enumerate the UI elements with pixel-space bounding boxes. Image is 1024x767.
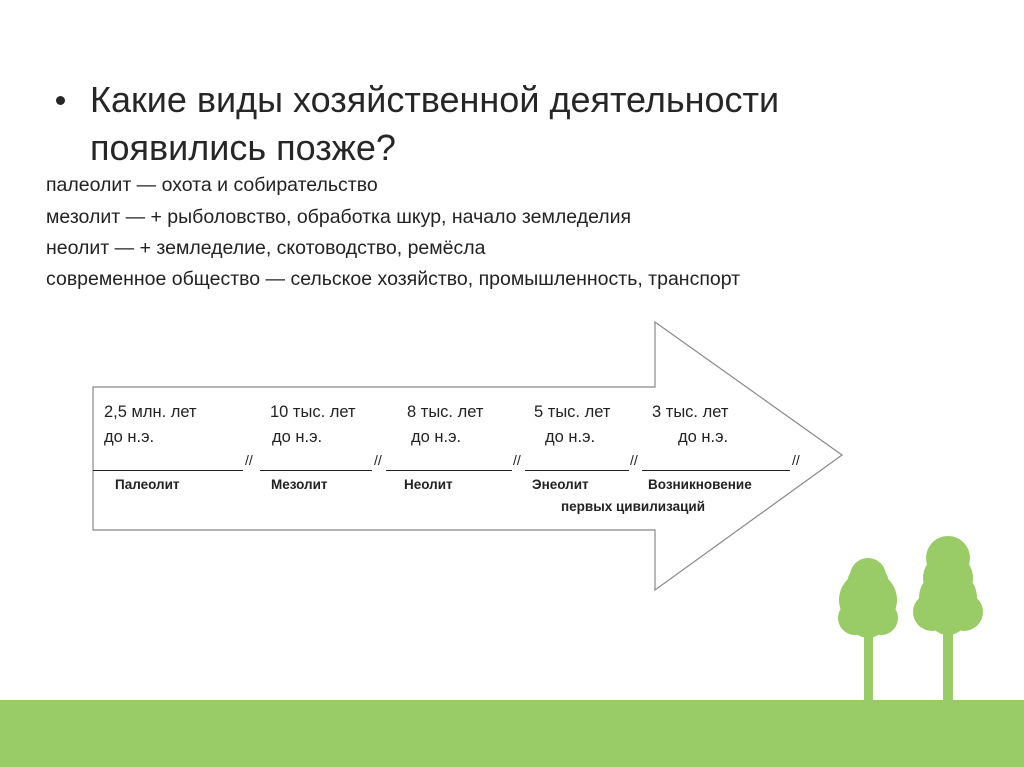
tree-icon [838, 558, 898, 702]
slide-title: Какие виды хозяйственной деятельности по… [90, 79, 780, 168]
period-date: 5 тыс. лет [534, 403, 611, 421]
period-name: Энеолит [532, 477, 589, 492]
text-line: палеолит — охота и собирательство [46, 174, 378, 196]
period-date: 3 тыс. лет [652, 403, 729, 421]
text-line: неолит — + земледелие, скотоводство, рем… [46, 237, 486, 259]
timeline-segment [525, 470, 629, 471]
period-name: Неолит [404, 477, 453, 492]
timeline-segment [260, 470, 372, 471]
separator: // [792, 452, 800, 468]
text-line: мезолит — + рыболовство, обработка шкур,… [46, 206, 632, 228]
period-name: Возникновение [648, 477, 752, 492]
separator: // [513, 452, 521, 468]
timeline-segment [642, 470, 790, 471]
timeline-segment [386, 470, 512, 471]
period-date: 8 тыс. лет [407, 403, 484, 421]
separator: // [245, 452, 253, 468]
trees-illustration [838, 536, 983, 702]
period-date: 10 тыс. лет [270, 403, 356, 421]
timeline-segment [93, 470, 243, 471]
ground [0, 700, 1024, 767]
separator: // [630, 452, 638, 468]
period-date: 2,5 млн. лет [104, 403, 197, 421]
period-date: до н.э. [104, 428, 155, 446]
period-date: до н.э. [545, 428, 596, 446]
tree-icon [913, 536, 983, 702]
period-date: до н.э. [411, 428, 462, 446]
period-name: первых цивилизаций [561, 499, 706, 514]
period-date: до н.э. [272, 428, 323, 446]
bullet-icon [56, 96, 65, 105]
separator: // [374, 452, 382, 468]
period-name: Палеолит [115, 477, 180, 492]
period-name: Мезолит [271, 477, 328, 492]
text-line: современное общество — сельское хозяйств… [46, 268, 741, 290]
period-date: до н.э. [678, 428, 729, 446]
